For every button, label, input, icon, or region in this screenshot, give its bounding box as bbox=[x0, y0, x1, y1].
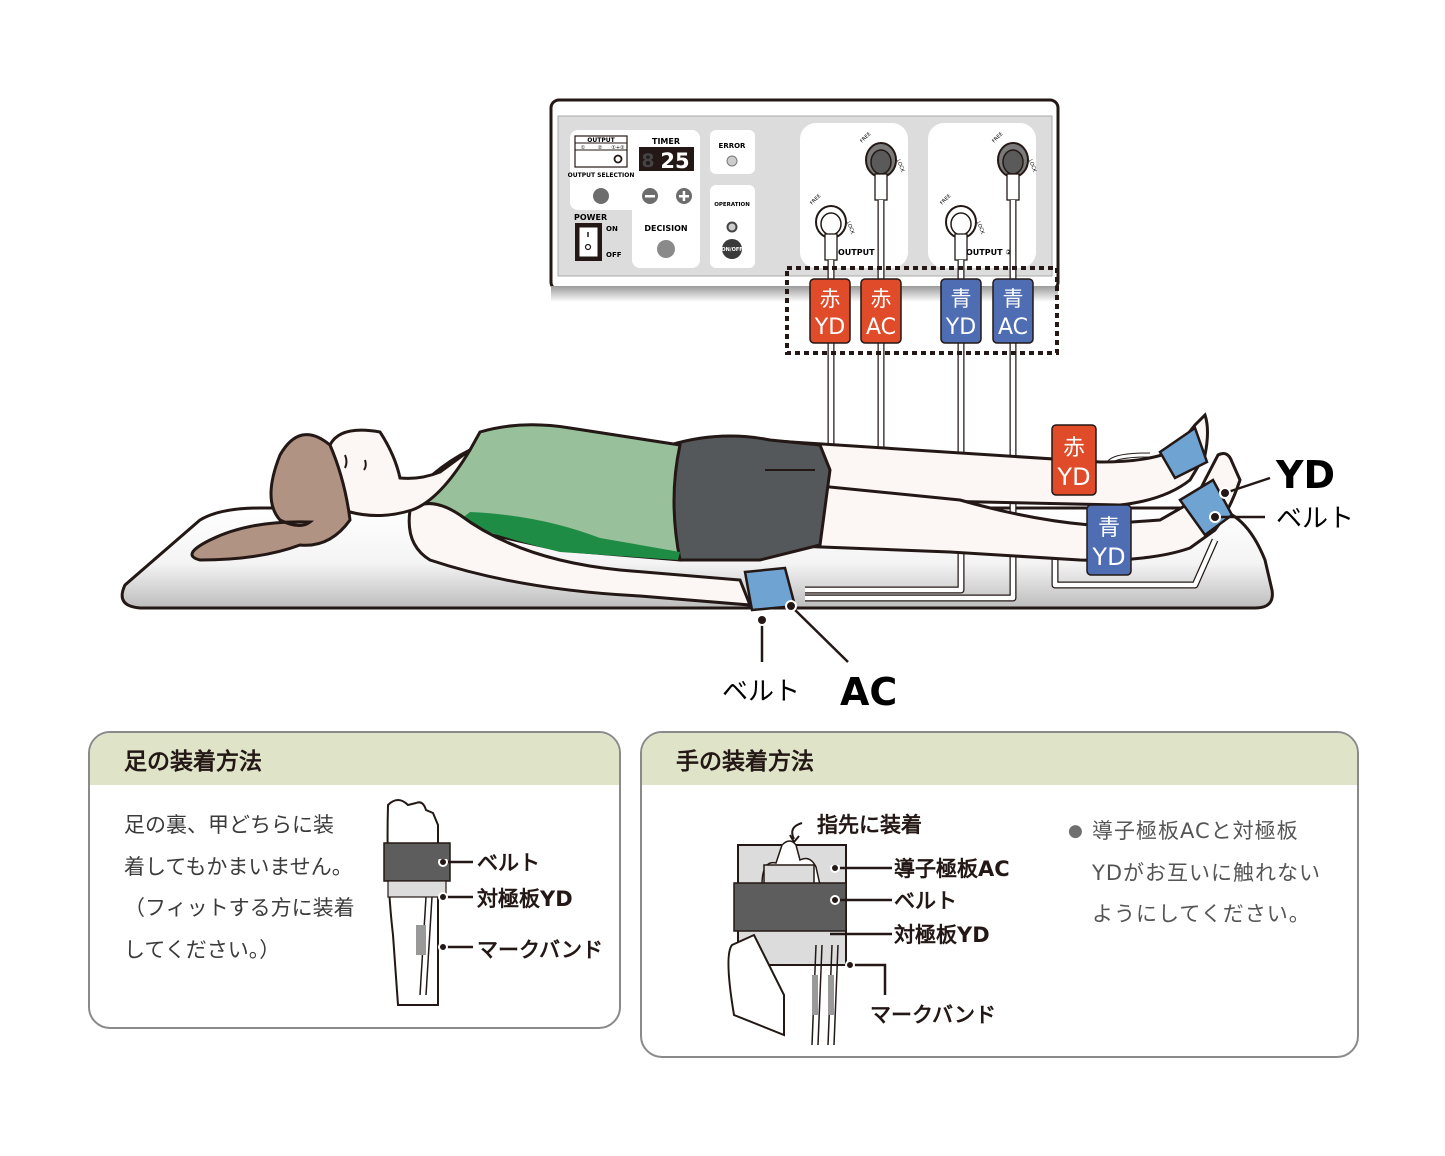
lock-label: LOCK bbox=[975, 221, 985, 236]
output-selection-label: OUTPUT SELECTION bbox=[568, 172, 635, 179]
timer-label: TIMER bbox=[652, 137, 680, 146]
connector-tag-3: 青 YD bbox=[940, 278, 982, 344]
callout-ankle-yd: YD bbox=[1275, 453, 1335, 497]
stimulator-device: OUTPUT ① ② ①+② OUTPUT SELECTION TIMER 8 … bbox=[549, 98, 1060, 302]
callout-wrist-ac: AC bbox=[840, 670, 897, 714]
jack-output1-yd: FREE LOCK bbox=[809, 193, 856, 261]
svg-text:YD: YD bbox=[1091, 543, 1125, 571]
foot-panel-text: 足の裏、甲どちらに装 着してもかまいません。 （フィットする方に装着 してくださ… bbox=[124, 813, 355, 962]
svg-text:YD: YD bbox=[1056, 463, 1090, 491]
callout-ankle-belt: ベルト bbox=[1276, 504, 1354, 534]
lock-label: LOCK bbox=[845, 221, 855, 236]
connector-color-label: 赤 bbox=[871, 287, 892, 311]
hand-label-conductor-plate: 導子極板AC bbox=[894, 857, 1010, 881]
timer-value: 25 bbox=[660, 149, 689, 173]
connector-type-label: YD bbox=[814, 315, 845, 340]
body-tag-blue-yd: 青 YD bbox=[1086, 504, 1132, 576]
on-off-label: ON/OFF bbox=[721, 247, 742, 253]
foot-attachment-panel: 足の装着方法 足の裏、甲どちらに装 着してもかまいません。 （フィットする方に装… bbox=[88, 731, 621, 1029]
connector-color-label: 青 bbox=[951, 287, 972, 311]
operation-label: OPERATION bbox=[714, 202, 750, 208]
output2-label: OUTPUT ② bbox=[966, 248, 1012, 257]
timer-display bbox=[639, 147, 694, 171]
hand-callout-lines bbox=[815, 863, 900, 1049]
output-option-2: ② bbox=[598, 145, 603, 151]
connector-type-label: AC bbox=[998, 315, 1028, 340]
output-box-label: OUTPUT bbox=[587, 137, 615, 144]
output-option-1: ① bbox=[581, 145, 586, 151]
hand-panel-title: 手の装着方法 bbox=[642, 733, 1357, 785]
jack-output2-ac: FREE LOCK bbox=[991, 131, 1038, 201]
output-option-3: ①+② bbox=[611, 145, 625, 151]
error-label: ERROR bbox=[719, 142, 747, 150]
hand-diagram bbox=[727, 822, 847, 1046]
connector-color-label: 赤 bbox=[820, 287, 841, 311]
output1-label: OUTPUT ① bbox=[838, 248, 884, 257]
foot-panel-title: 足の装着方法 bbox=[90, 733, 619, 785]
power-on-label: ON bbox=[606, 225, 618, 233]
hand-label-fingertip: 指先に装着 bbox=[817, 813, 922, 837]
connector-color-label: 青 bbox=[1003, 287, 1024, 311]
connector-jacks: FREE LOCK FREE LOCK FREE LOCK FREE LOCK bbox=[809, 131, 1038, 261]
jack-output1-ac: FREE LOCK bbox=[859, 131, 906, 201]
callout-lines bbox=[756, 476, 1271, 663]
jack-output2-yd: FREE LOCK bbox=[939, 193, 986, 261]
connector-tag-1: 赤 YD bbox=[809, 278, 851, 344]
error-led bbox=[726, 155, 738, 167]
power-label: POWER bbox=[574, 213, 607, 222]
operation-led bbox=[726, 221, 738, 233]
lock-label: LOCK bbox=[895, 159, 905, 174]
hand-label-mark-band: マークバンド bbox=[870, 1003, 996, 1027]
foot-label-belt: ベルト bbox=[477, 851, 540, 875]
connector-type-label: AC bbox=[866, 315, 896, 340]
foot-label-counter-plate: 対極板YD bbox=[477, 887, 573, 911]
output-selection-button[interactable] bbox=[593, 188, 609, 204]
connector-type-label: YD bbox=[945, 315, 976, 340]
patient-figure bbox=[190, 412, 1242, 612]
connector-tag-4: 青 AC bbox=[992, 278, 1034, 344]
callout-wrist-belt: ベルト bbox=[722, 677, 800, 707]
hand-attachment-panel: 手の装着方法 指先に装着 導子極板AC ベルト 対極板YD マークバンド ● 導… bbox=[640, 731, 1359, 1058]
svg-text:青: 青 bbox=[1098, 516, 1120, 541]
decision-label: DECISION bbox=[644, 224, 687, 233]
ankle-cuff-back bbox=[1158, 426, 1209, 480]
connector-group-box bbox=[785, 266, 1059, 355]
svg-text:赤: 赤 bbox=[1063, 436, 1085, 461]
hand-label-counter-plate: 対極板YD bbox=[894, 923, 990, 947]
bullet-icon: ● bbox=[1068, 821, 1084, 841]
foot-diagram bbox=[383, 799, 451, 1006]
timer-ghost-digit: 8 bbox=[641, 150, 654, 172]
foot-callout-lines bbox=[438, 857, 478, 963]
lock-label: LOCK bbox=[1027, 159, 1037, 174]
connector-tag-2: 赤 AC bbox=[860, 278, 902, 344]
on-off-button[interactable] bbox=[722, 239, 742, 259]
power-off-label: OFF bbox=[606, 251, 622, 259]
foot-label-mark-band: マークバンド bbox=[477, 938, 603, 962]
body-tag-red-yd: 赤 YD bbox=[1051, 424, 1097, 496]
hand-label-belt: ベルト bbox=[894, 889, 957, 913]
hand-panel-note: ● 導子極板ACと対極板 YDがお互いに触れない ようにしてください。 bbox=[1068, 811, 1357, 936]
main-illustration: OUTPUT ① ② ①+② OUTPUT SELECTION TIMER 8 … bbox=[120, 98, 1354, 714]
output-led bbox=[613, 154, 623, 164]
decision-button[interactable] bbox=[657, 240, 675, 258]
